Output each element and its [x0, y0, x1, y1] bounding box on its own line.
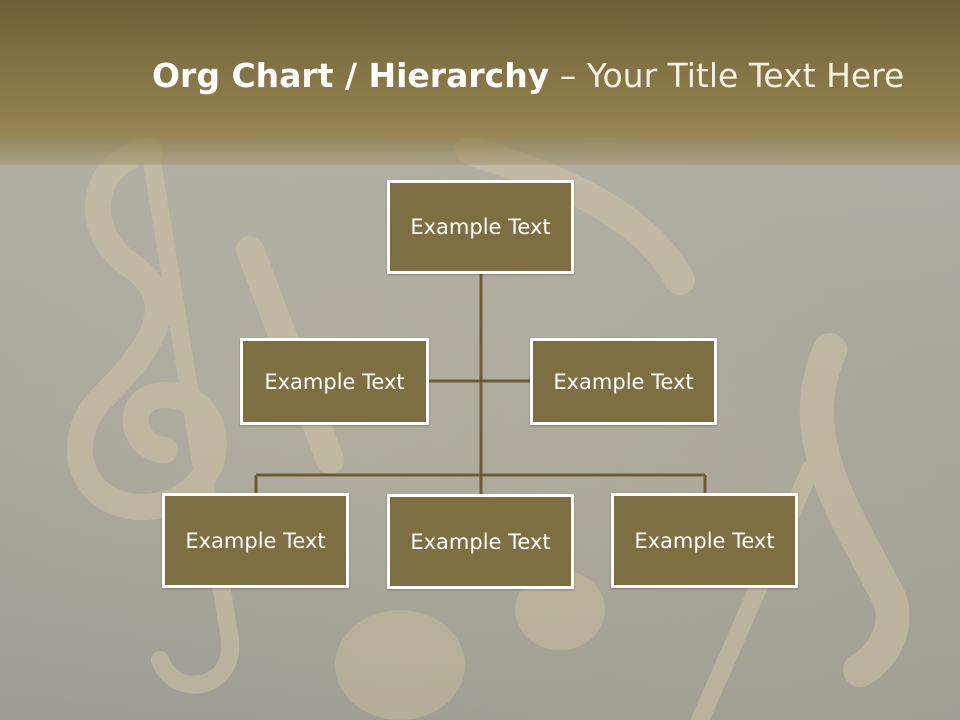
eighth-note-shape — [799, 333, 910, 687]
note-head-shape — [335, 610, 465, 720]
title-rest-part: Your Title Text Here — [586, 56, 905, 95]
note-head-shape-2 — [515, 570, 605, 650]
org-node-assistant-left[interactable]: Example Text — [240, 338, 429, 425]
title-band — [0, 137, 960, 165]
treble-clef-shape — [67, 137, 227, 520]
slide-title: Org Chart / Hierarchy – Your Title Text … — [152, 52, 932, 100]
title-separator: – — [549, 56, 587, 95]
org-node-root[interactable]: Example Text — [387, 180, 574, 274]
org-node-child-left[interactable]: Example Text — [162, 493, 349, 588]
org-node-child-right[interactable]: Example Text — [611, 493, 798, 588]
title-bold-part: Org Chart / Hierarchy — [152, 56, 550, 95]
treble-clef-stem — [141, 141, 240, 694]
org-node-assistant-right[interactable]: Example Text — [530, 338, 717, 425]
org-node-child-center[interactable]: Example Text — [387, 494, 574, 589]
title-bar — [0, 0, 960, 137]
